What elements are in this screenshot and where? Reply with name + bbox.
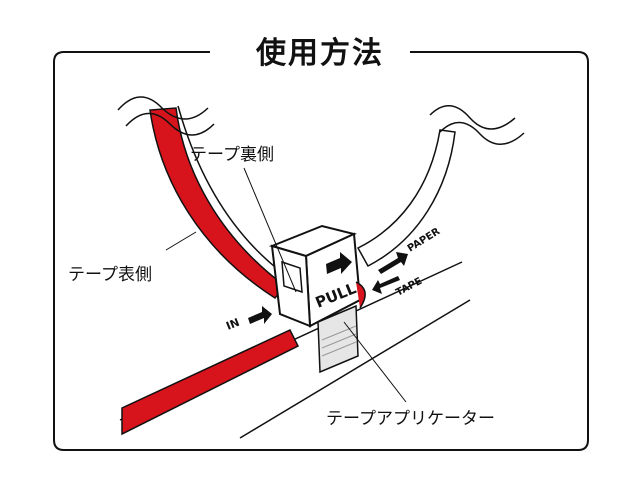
tape-inner-line xyxy=(177,105,296,283)
tape-wave-2 xyxy=(125,112,215,136)
paper-wave xyxy=(429,105,516,130)
tape-strip xyxy=(149,107,287,299)
tape-band-surface xyxy=(121,329,300,436)
mark-in: IN xyxy=(224,316,241,333)
tape-wave xyxy=(117,96,209,120)
applicator-roller xyxy=(355,281,366,309)
paper-strip xyxy=(356,129,456,268)
label-tape-front: テープ表側 xyxy=(68,265,152,285)
paper-wave-2 xyxy=(439,121,525,145)
page-title: 使用方法 xyxy=(256,36,384,71)
label-applicator: テープアプリケーター xyxy=(326,409,495,429)
paper-arrow-icon xyxy=(378,252,408,274)
applicator-handle xyxy=(317,304,359,374)
leader-tape-front xyxy=(165,231,197,251)
tape-arrow-icon xyxy=(372,276,400,294)
label-tape-back: テープ裏側 xyxy=(190,145,274,165)
leader-applicator xyxy=(343,321,407,403)
applicator-device xyxy=(268,224,366,374)
pull-arrow-icon xyxy=(326,252,352,274)
in-arrow-icon xyxy=(248,306,272,324)
surface-line-lower xyxy=(239,299,471,439)
frame-border xyxy=(53,51,589,451)
leader-tape-back xyxy=(243,167,297,293)
